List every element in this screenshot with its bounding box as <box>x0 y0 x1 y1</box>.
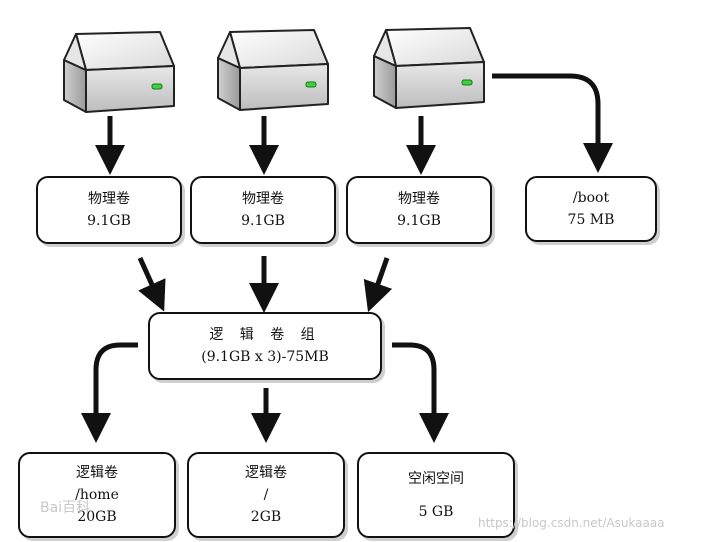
volume-group-title: 逻 辑 卷 组 <box>209 327 321 343</box>
logical-volume-size: 2GB <box>250 509 282 525</box>
arrow-curved-icon <box>392 342 449 443</box>
hard-drive-icon <box>63 31 175 113</box>
arrow-curved-icon <box>492 73 613 173</box>
watermark-left: Bai百科 <box>40 500 91 516</box>
physical-volume-box: 物理卷 9.1GB <box>36 176 182 244</box>
logical-volume-size: 20GB <box>77 509 117 525</box>
logical-volume-title: 逻辑卷 <box>245 465 287 481</box>
free-space-size: 5 GB <box>418 503 454 520</box>
boot-partition-box: /boot 75 MB <box>525 176 657 242</box>
logical-volume-mount: /home <box>75 487 119 503</box>
volume-group-size: (9.1GB x 3)-75MB <box>201 349 329 365</box>
physical-volume-box: 物理卷 9.1GB <box>190 176 336 244</box>
physical-volume-title: 物理卷 <box>398 191 440 207</box>
volume-group-box: 逻 辑 卷 组 (9.1GB x 3)-75MB <box>148 312 382 380</box>
arrow-diagonal-icon <box>137 256 166 312</box>
physical-volume-title: 物理卷 <box>242 191 284 207</box>
arrow-curved-icon <box>81 342 138 443</box>
logical-volume-title: 逻辑卷 <box>76 465 118 481</box>
logical-volume-box: 逻辑卷 / 2GB <box>187 452 345 538</box>
physical-volume-box: 物理卷 9.1GB <box>346 176 492 244</box>
logical-volume-mount: / <box>263 487 269 503</box>
hard-drive-icon <box>373 27 485 109</box>
physical-volume-size: 9.1GB <box>87 213 131 229</box>
free-space-title: 空闲空间 <box>408 470 464 487</box>
watermark-right: https://blog.csdn.net/Asukaaaa <box>478 516 665 530</box>
boot-size: 75 MB <box>567 212 615 228</box>
physical-volume-title: 物理卷 <box>88 191 130 207</box>
hard-drive-icon <box>217 29 329 111</box>
arrow-diagonal-icon <box>363 257 393 313</box>
logical-volume-box: 逻辑卷 /home 20GB <box>18 452 176 538</box>
physical-volume-size: 9.1GB <box>241 213 285 229</box>
boot-title: /boot <box>572 190 610 206</box>
free-space-box: 空闲空间 5 GB <box>357 452 515 538</box>
physical-volume-size: 9.1GB <box>397 213 441 229</box>
